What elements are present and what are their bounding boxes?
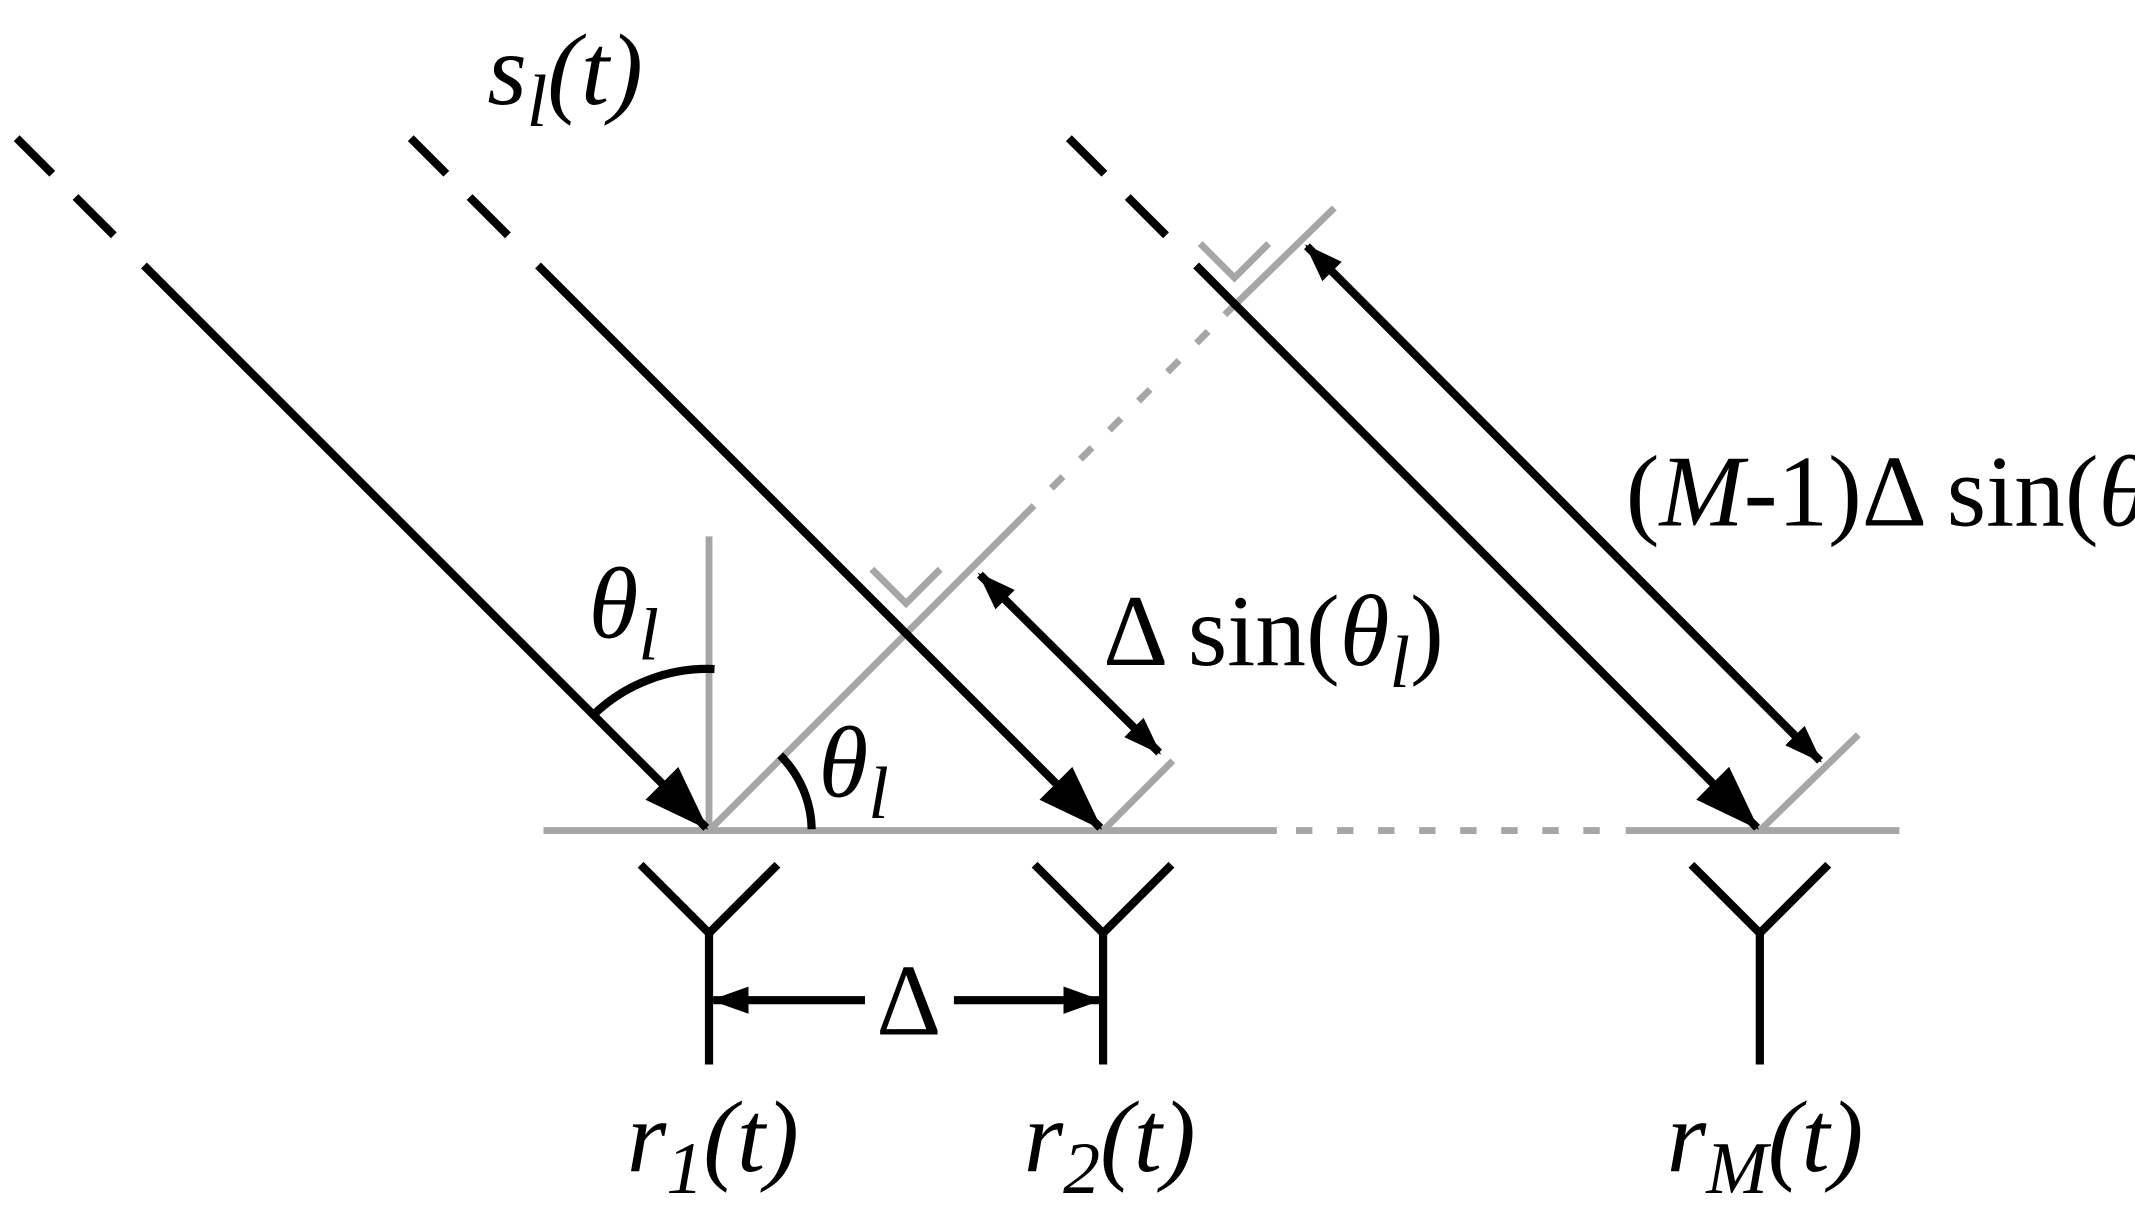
extension-line-M: [1757, 732, 1861, 833]
rM-label: rM(t): [1667, 1081, 1864, 1209]
antenna-element-2: [1031, 861, 1175, 1065]
theta-baseline-label: θl: [818, 706, 888, 834]
signal-label: sl(t): [487, 14, 643, 142]
r1-label: r1(t): [627, 1081, 799, 1209]
theta-arc-baseline: [777, 752, 816, 830]
antenna-element-M: [1688, 861, 1832, 1065]
m-delta-sin-dimension-arrow: [1304, 243, 1823, 764]
theta-vertical-label: θl: [589, 548, 659, 676]
right-angle-marker-1: [869, 566, 943, 609]
spacing-label: Δ: [876, 944, 941, 1056]
wavefront-line: [706, 205, 1337, 833]
incident-ray-1: [13, 135, 710, 831]
r2-label: r2(t): [1024, 1081, 1196, 1209]
right-angle-marker-2: [1197, 241, 1272, 283]
extension-line-2: [1100, 758, 1176, 833]
antenna-element-1: [637, 861, 781, 1065]
theta-arc-vertical: [591, 664, 715, 718]
m-delta-sin-label: (M-1)Δ sin(θl): [1626, 435, 2135, 563]
incident-ray-2: [407, 135, 1104, 831]
delta-sin-label: Δ sin(θl): [1103, 575, 1444, 703]
delta-sin-dimension-arrow: [977, 571, 1163, 756]
